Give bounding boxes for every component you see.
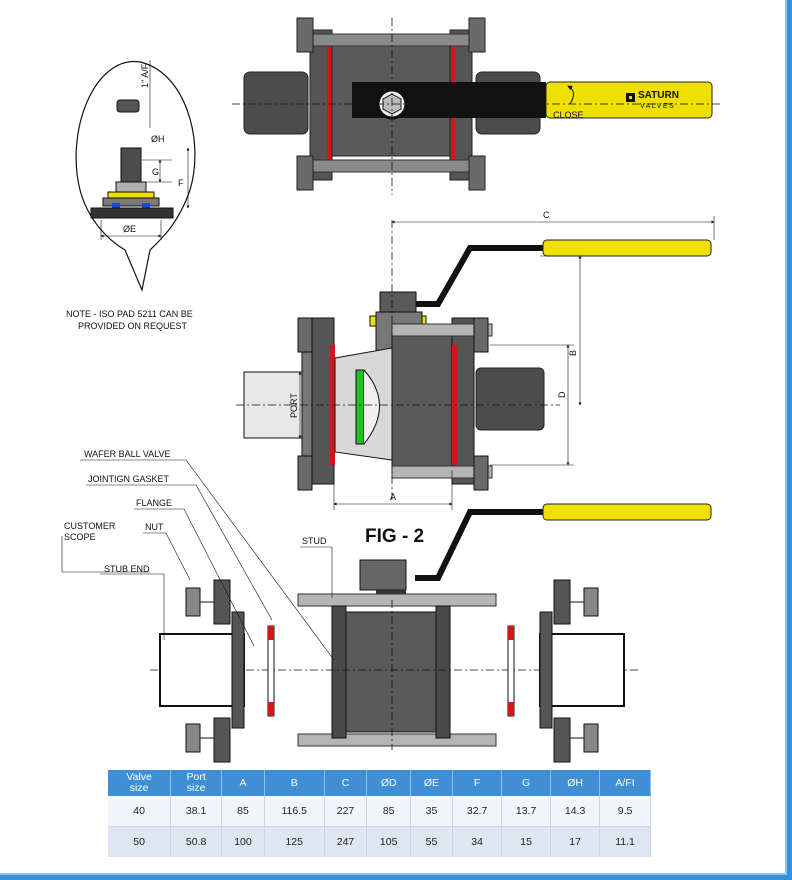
table-cell: 227 (324, 796, 368, 827)
f-label: F (178, 178, 184, 188)
top-view-left-pipe (243, 71, 309, 135)
table-row: 40 38.1 85 116.5 227 85 35 32.7 13.7 14.… (108, 796, 651, 827)
col-f: F (452, 770, 503, 796)
customer-label-2: SCOPE (64, 532, 96, 542)
nut-label: NUT (145, 522, 164, 532)
e-label: ØE (123, 224, 136, 234)
table-cell: 116.5 (264, 796, 325, 827)
callouts (61, 459, 335, 661)
col-g: G (501, 770, 552, 796)
table-cell: 85 (366, 796, 411, 827)
top-view-gasket-left (327, 40, 331, 170)
d-label: D (557, 391, 567, 398)
table-cell: 100 (221, 826, 265, 857)
stub-end-label: STUB END (104, 564, 150, 574)
iso-pad-detail: 1" A/F ØH G F ØE (75, 60, 196, 293)
handle-lever (403, 245, 545, 307)
section-view: C B D A PORT (236, 210, 715, 510)
exploded-view (150, 503, 712, 763)
af-label: 1" A/F (140, 63, 150, 88)
stub-end-left (159, 633, 245, 707)
ball-seat (355, 369, 365, 445)
top-view-nut (468, 17, 486, 53)
col-e: ØE (410, 770, 454, 796)
a-label: A (390, 492, 396, 502)
table-cell: 38.1 (170, 796, 222, 827)
table-cell: 40 (108, 796, 172, 827)
nut-left-top (185, 587, 201, 617)
flange-right (553, 579, 571, 625)
top-view: CLOSE SATURN VALVES (232, 17, 720, 195)
table-cell: 247 (324, 826, 368, 857)
col-d: ØD (366, 770, 411, 796)
table-cell: 105 (366, 826, 411, 857)
table-cell: 9.5 (599, 796, 651, 827)
table-cell: 35 (410, 796, 454, 827)
col-c: C (324, 770, 368, 796)
figure-title: FIG - 2 (365, 526, 424, 547)
top-view-stud-bottom (299, 159, 483, 173)
exploded-body (331, 611, 451, 733)
port-label: PORT (289, 393, 299, 418)
top-view-stud-top (299, 33, 483, 47)
stub-end-right (539, 633, 625, 707)
stud-label: STUD (302, 536, 327, 546)
table-cell: 50 (108, 826, 172, 857)
col-af: A/FI (599, 770, 651, 796)
wafer-label: WAFER BALL VALVE (84, 449, 171, 459)
top-view-nut (296, 17, 314, 53)
exploded-stud-bottom (297, 733, 497, 747)
h-label: ØH (151, 134, 165, 144)
note-line2: PROVIDED ON REQUEST (78, 321, 188, 331)
table-cell: 34 (452, 826, 503, 857)
col-b: B (264, 770, 325, 796)
brand-line2: VALVES (640, 103, 675, 110)
close-arrow (567, 85, 574, 105)
top-view-nut (296, 155, 314, 191)
col-h: ØH (550, 770, 601, 796)
table-cell: 85 (221, 796, 265, 827)
c-label: C (543, 210, 550, 220)
table-cell: 55 (410, 826, 454, 857)
table-cell: 17 (550, 826, 601, 857)
table-cell: 14.3 (550, 796, 601, 827)
top-view-left-flange (309, 29, 333, 181)
note-line1: NOTE - ISO PAD 5211 CAN BE (66, 309, 193, 319)
flange-left (213, 579, 231, 625)
flange-label: FLANGE (136, 498, 172, 508)
handle-grip (542, 239, 712, 257)
exploded-handle-lever (415, 509, 545, 581)
table-cell: 11.1 (599, 826, 651, 857)
table-cell: 32.7 (452, 796, 503, 827)
exploded-stud-top (297, 593, 497, 607)
table-cell: 50.8 (170, 826, 222, 857)
table-cell: 13.7 (501, 796, 552, 827)
g-label: G (152, 167, 159, 177)
close-label: CLOSE (553, 110, 584, 120)
brand-line1: SATURN (638, 90, 679, 101)
customer-label-1: CUSTOMER (64, 521, 116, 531)
top-view-nut (468, 155, 486, 191)
table-row: 50 50.8 100 125 247 105 55 34 15 17 11.1 (108, 826, 651, 857)
b-label: B (568, 350, 578, 356)
exploded-handle-grip (542, 503, 712, 521)
table-cell: 15 (501, 826, 552, 857)
col-a: A (221, 770, 265, 796)
gasket-label: JOINTIGN GASKET (88, 474, 170, 484)
table-cell: 125 (264, 826, 325, 857)
